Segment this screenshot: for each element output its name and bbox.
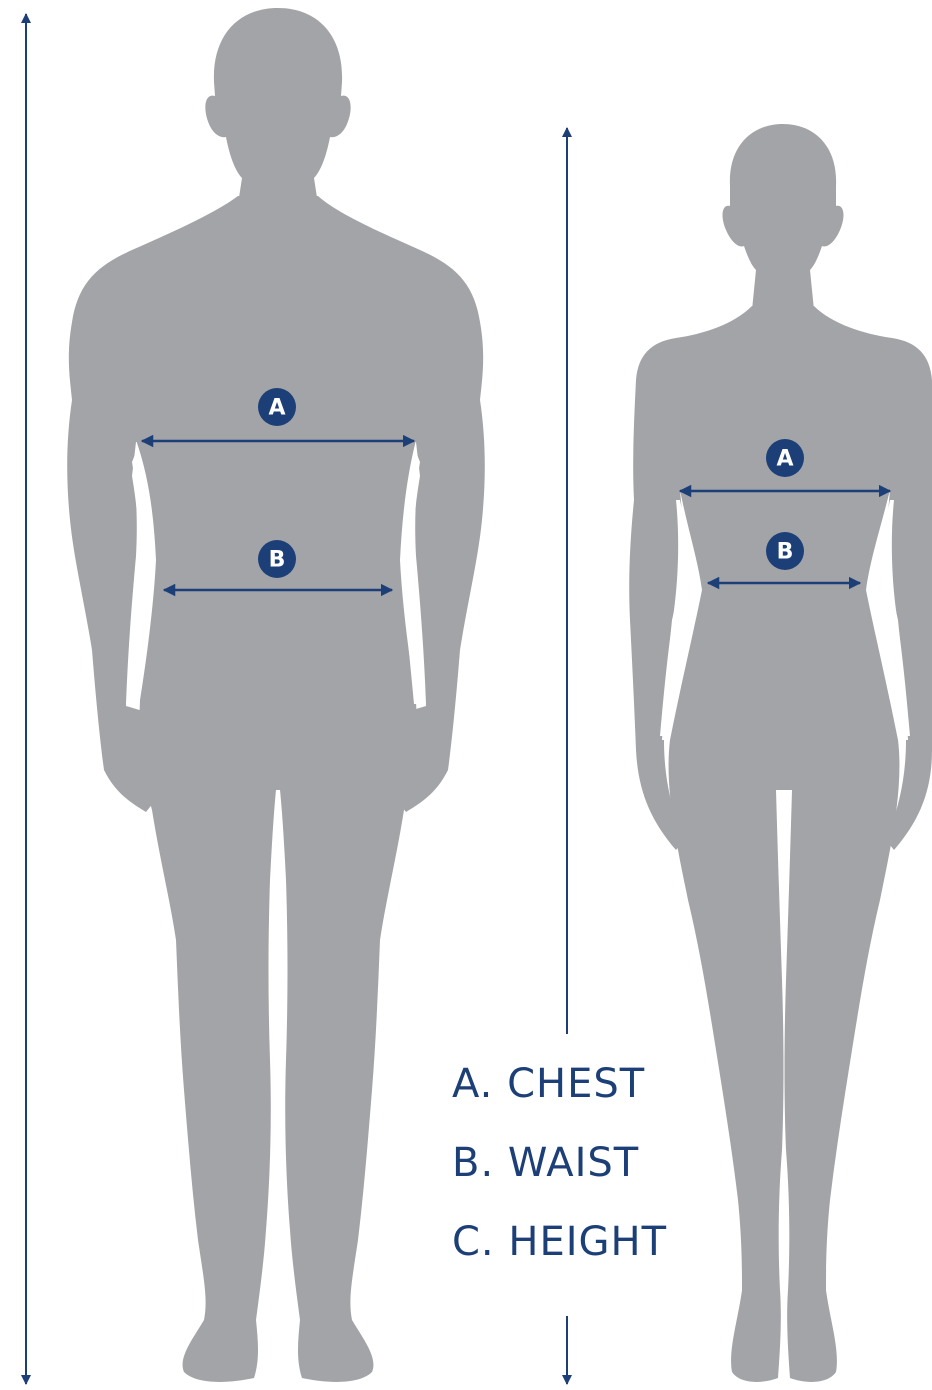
- legend-chest: A. CHEST: [452, 1064, 645, 1104]
- female-waist-badge-label: B: [777, 540, 794, 565]
- female-waist-badge: B: [766, 532, 804, 570]
- legend-waist: B. WAIST: [452, 1143, 639, 1183]
- male-waist-badge-label: B: [269, 548, 286, 573]
- female-chest-badge: A: [766, 439, 804, 477]
- male-chest-badge: A: [258, 388, 296, 426]
- female-chest-badge-label: A: [776, 447, 793, 472]
- male-waist-badge: B: [258, 540, 296, 578]
- female-silhouette: [629, 124, 932, 1382]
- legend-height: C. HEIGHT: [452, 1222, 667, 1262]
- male-chest-badge-label: A: [268, 396, 285, 421]
